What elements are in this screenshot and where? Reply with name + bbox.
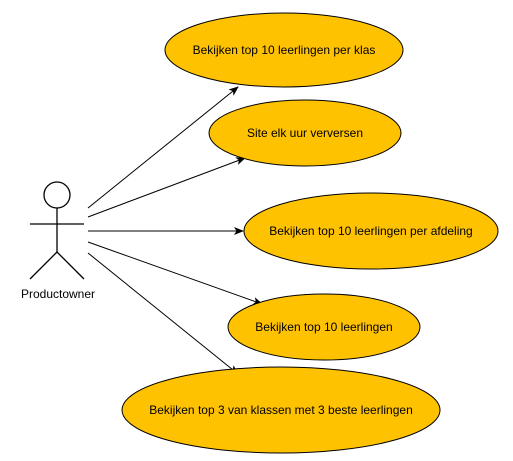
use-case-label: Bekijken top 10 leerlingen per afdeling (269, 224, 472, 238)
actor-head (43, 181, 71, 209)
actor-right-leg (56, 251, 85, 280)
use-case-label: Bekijken top 10 leerlingen per klas (193, 43, 376, 57)
use-case-label: Bekijken top 10 leerlingen (255, 320, 392, 334)
use-case-ellipse (164, 12, 404, 88)
actor-label: Productowner (21, 287, 95, 301)
use-case-label: Site elk uur verversen (247, 126, 363, 140)
use-case-1: Bekijken top 10 leerlingen per klas (164, 12, 404, 88)
association-line (87, 86, 239, 209)
use-case-label: Bekijken top 3 van klassen met 3 beste l… (149, 403, 413, 417)
use-case-ellipse (243, 192, 499, 270)
associations (87, 86, 263, 375)
use-case-ellipse (121, 366, 441, 454)
actor-left-leg (29, 251, 58, 280)
use-case-ellipse (227, 293, 421, 361)
association-line (87, 252, 239, 375)
use-case-ellipse (208, 99, 402, 167)
use-case-3: Bekijken top 10 leerlingen per afdeling (243, 192, 499, 270)
use-case-4: Bekijken top 10 leerlingen (227, 293, 421, 361)
use-case-5: Bekijken top 3 van klassen met 3 beste l… (121, 366, 441, 454)
association-line (87, 241, 263, 305)
actor-productowner: Productowner (21, 181, 95, 301)
use-case-2: Site elk uur verversen (208, 99, 402, 167)
association-line (87, 157, 246, 218)
